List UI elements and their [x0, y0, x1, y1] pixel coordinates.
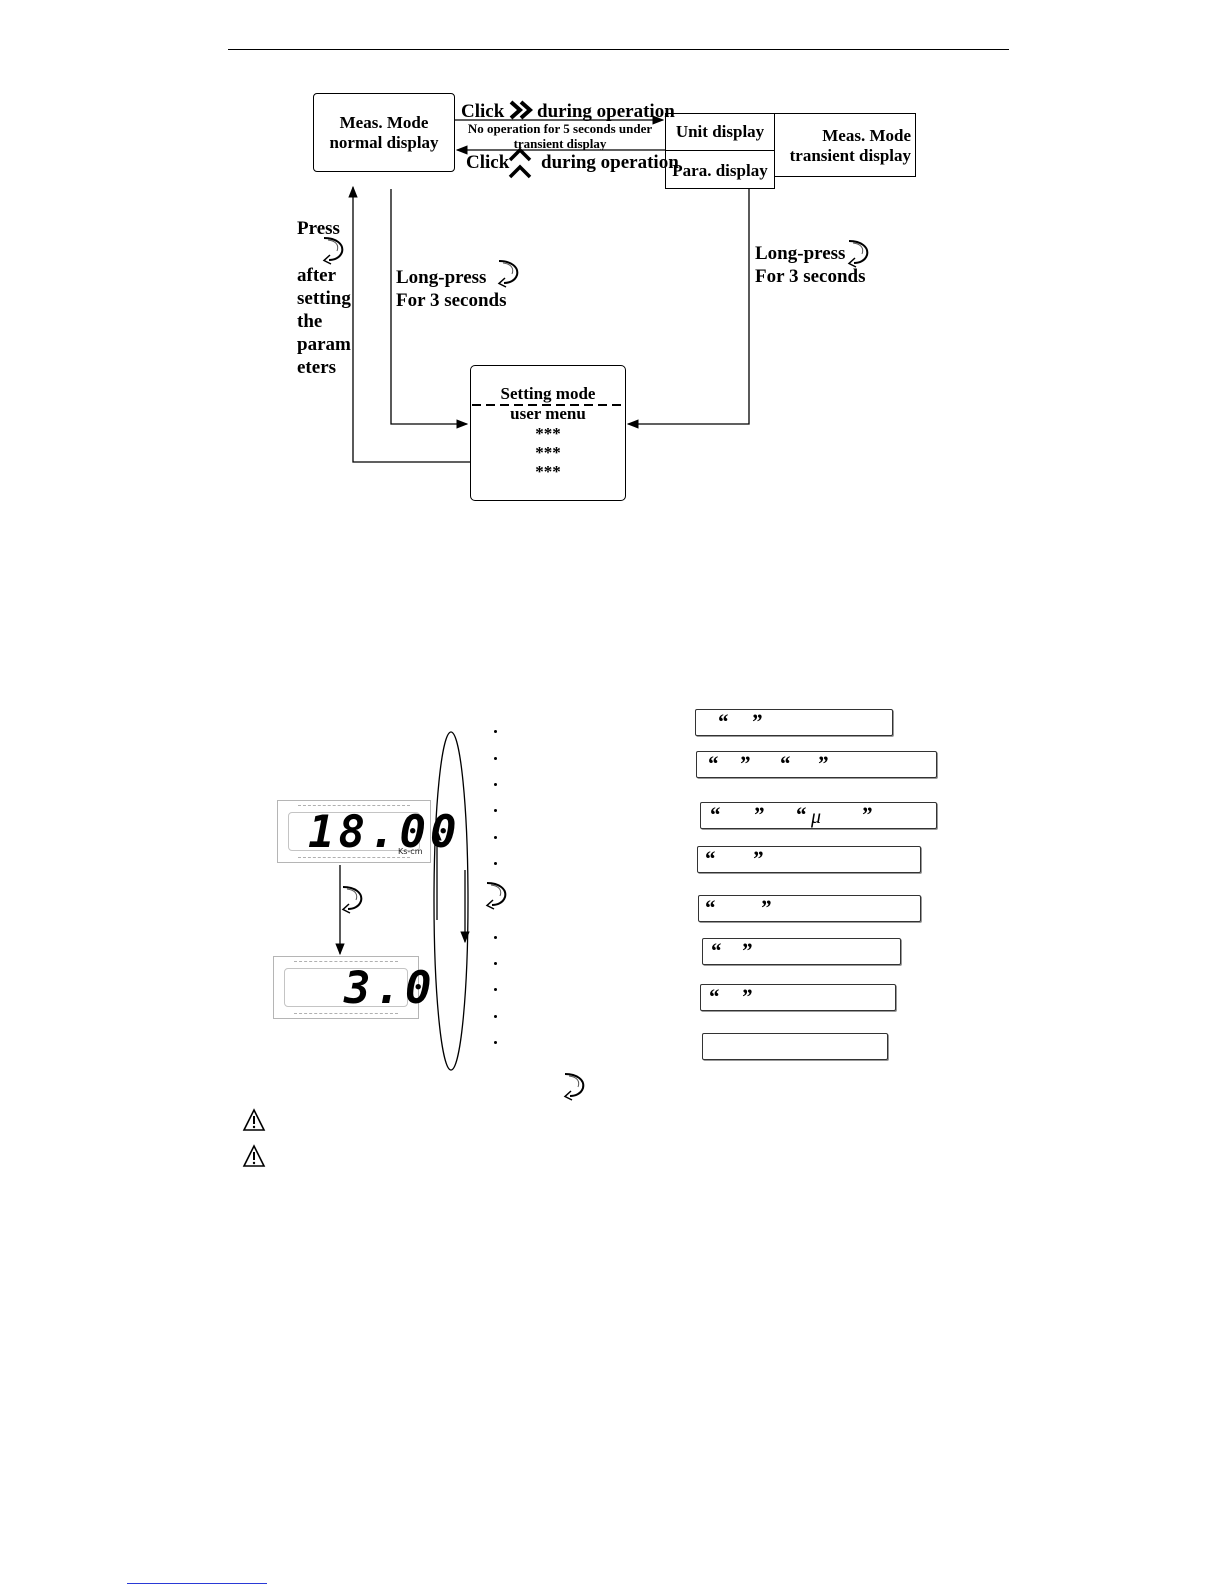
click-up-word: Click: [466, 152, 510, 173]
longpress-left-line2: For 3 seconds: [396, 290, 507, 311]
setting-mode-title: Setting mode: [500, 384, 596, 403]
lcd-top-unit: Ks-cm: [398, 847, 423, 856]
setting-mode-subtitle: user menu: [510, 404, 586, 423]
setting-item-2: ***: [535, 462, 561, 481]
menu-slot-5: “ ”: [698, 895, 921, 922]
meas-transient-box: [774, 113, 916, 177]
press-line-2: setting: [297, 288, 351, 309]
cycle-ellipse: [433, 731, 469, 1071]
menu-slot-8: [702, 1033, 888, 1060]
arrow-normal-to-setting: [390, 189, 469, 429]
double-chevron-up-icon: [508, 147, 532, 179]
dot-marker: [494, 936, 497, 939]
enter-arrow-icon: [323, 237, 344, 265]
setting-mode-box: [470, 365, 626, 501]
para-display-label: Para. display: [672, 161, 768, 180]
setting-item-1: ***: [535, 443, 561, 462]
click-up-rest: during operation: [541, 152, 679, 173]
click-right-rest: during operation: [537, 101, 675, 122]
press-line-4: param: [297, 334, 351, 355]
footer-link-underline: [127, 1583, 267, 1584]
mu-symbol: μ: [811, 806, 822, 828]
enter-arrow-icon: [498, 260, 519, 288]
meas-normal-box: [313, 93, 455, 172]
lcd-top-value: 18.00: [308, 807, 461, 858]
warning-triangle-icon: [242, 1108, 266, 1131]
click-right-word: Click: [461, 101, 505, 122]
warning-triangle-icon: [242, 1144, 266, 1167]
arrow-para-to-setting: [626, 189, 750, 429]
menu-slot-4: “ ”: [697, 846, 921, 873]
dot-marker: [494, 862, 497, 865]
meas-normal-line2: normal display: [329, 133, 439, 152]
setting-item-0: ***: [535, 424, 561, 443]
press-line-3: the: [297, 311, 323, 332]
press-line-1: after: [297, 265, 337, 286]
unit-display-label: Unit display: [675, 122, 765, 141]
dot-marker: [494, 988, 497, 991]
enter-arrow-icon: [486, 882, 507, 910]
header-rule: [228, 49, 1009, 50]
enter-arrow-icon: [564, 1073, 585, 1101]
meas-transient-line2: transient display: [789, 146, 911, 165]
longpress-right-line1: Long-press: [755, 243, 846, 264]
dot-marker: [494, 962, 497, 965]
enter-arrow-icon: [848, 240, 869, 268]
longpress-right-line2: For 3 seconds: [755, 266, 866, 287]
no-operation-line1: No operation for 5 seconds under: [467, 121, 653, 136]
dot-marker: [494, 783, 497, 786]
double-chevron-right-icon: [509, 100, 534, 120]
enter-arrow-icon: [342, 886, 363, 914]
menu-slot-2: “ ” “ ”: [696, 751, 937, 778]
menu-slot-7: “ ”: [700, 984, 896, 1011]
dot-marker: [494, 1041, 497, 1044]
dot-marker: [494, 836, 497, 839]
no-operation-line2: transient display: [513, 136, 607, 151]
dot-marker: [494, 730, 497, 733]
dot-marker: [494, 757, 497, 760]
meas-normal-line1: Meas. Mode: [339, 113, 429, 132]
press-line-0: Press: [297, 218, 340, 239]
arrow-setting-to-normal: [348, 185, 470, 463]
meas-transient-line1: Meas. Mode: [822, 126, 911, 145]
lcd-bottom-value: 3.0: [344, 963, 436, 1014]
press-line-5: eters: [297, 357, 337, 378]
dot-marker: [494, 1015, 497, 1018]
lcd-panel-top: 18.00 Ks-cm: [277, 800, 456, 863]
menu-slot-1: “ ”: [695, 709, 893, 736]
longpress-left-line1: Long-press: [396, 267, 487, 288]
lcd-panel-bottom: 3.0: [273, 956, 431, 1019]
menu-slot-3: “ ” “ μ ”: [700, 802, 937, 829]
unit-display-box: [665, 113, 775, 151]
menu-slot-6: “ ”: [702, 938, 901, 965]
dot-marker: [494, 809, 497, 812]
